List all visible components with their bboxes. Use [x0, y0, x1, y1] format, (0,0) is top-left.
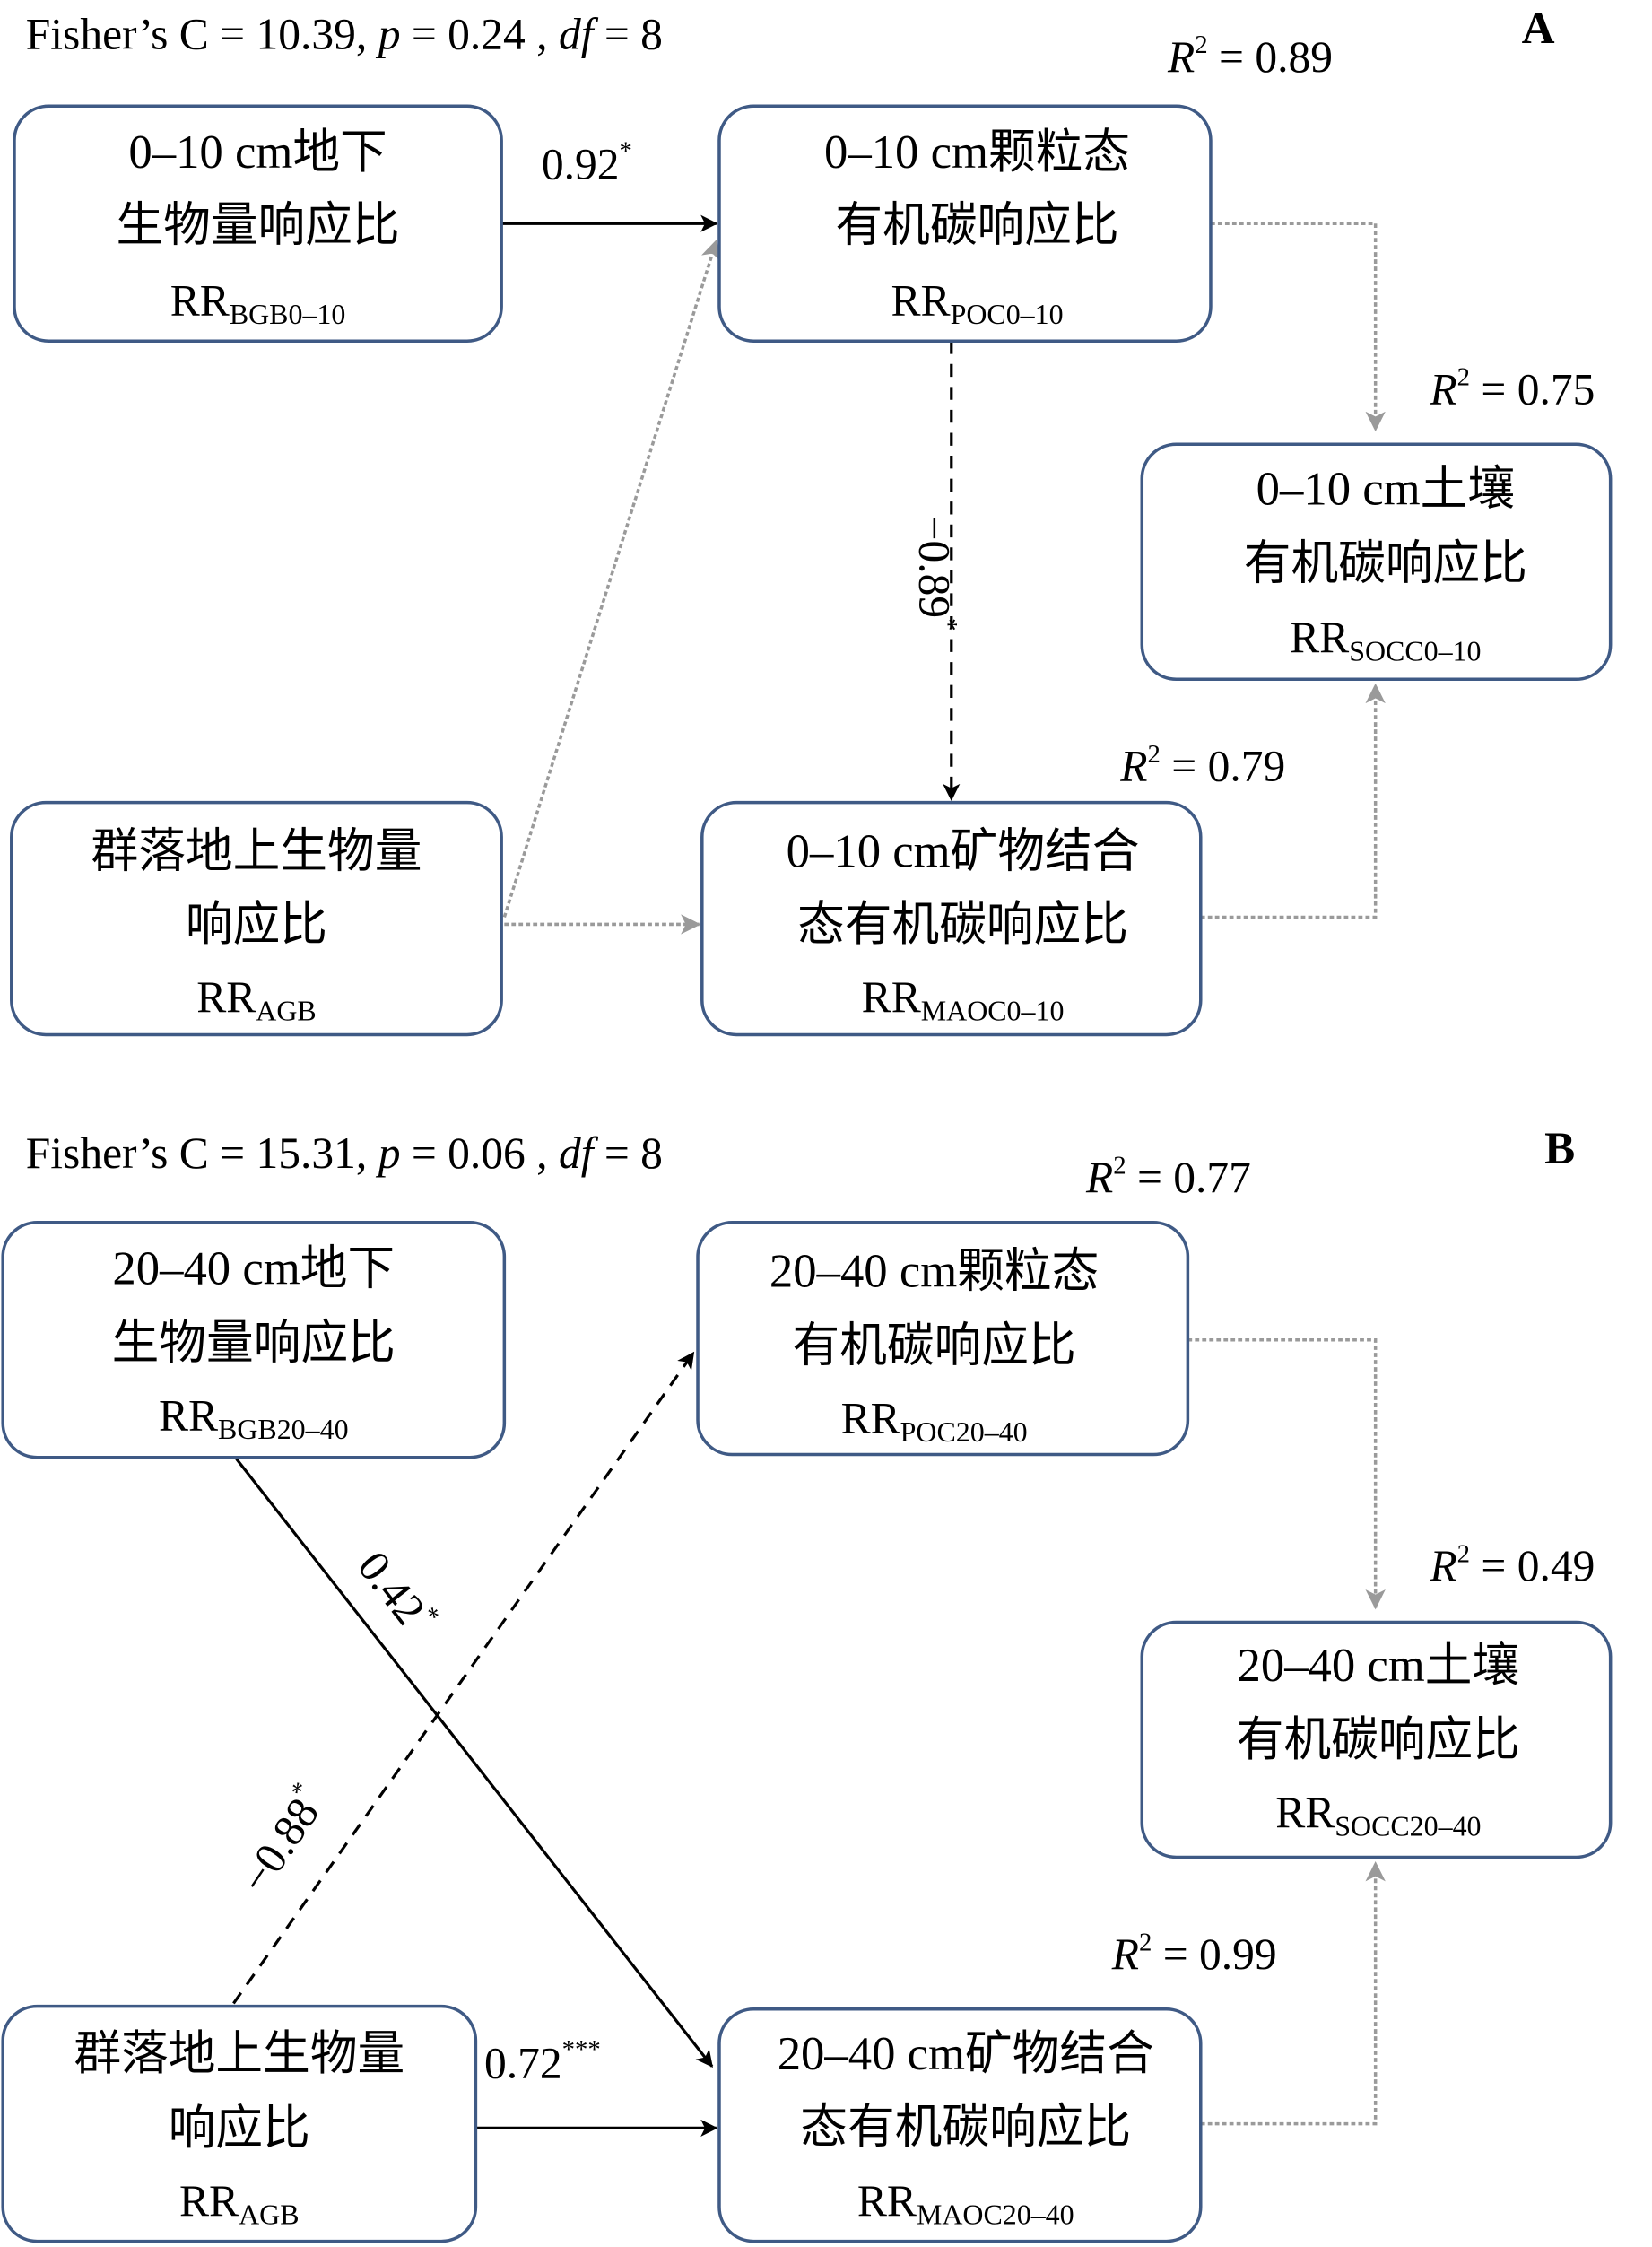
svg-text:RRSOCC20–40: RRSOCC20–40: [1275, 1788, 1481, 1842]
svg-text:群落地上生物量: 群落地上生物量: [74, 2028, 404, 2080]
panel-label-a: A: [1522, 3, 1555, 54]
path-agb-to-poc-b: [232, 1351, 695, 2005]
svg-text:响应比: 响应比: [186, 899, 327, 951]
node-maoc-a: 0–10 cm矿物结合 态有机碳响应比 RRMAOC0–10: [700, 800, 1203, 1037]
panel-label-b: B: [1544, 1123, 1575, 1174]
svg-text:20–40 cm矿物结合: 20–40 cm矿物结合: [778, 2028, 1154, 2080]
svg-text:20–40 cm颗粒态: 20–40 cm颗粒态: [769, 1246, 1099, 1298]
svg-text:生物量响应比: 生物量响应比: [112, 1318, 396, 1370]
svg-text:群落地上生物量: 群落地上生物量: [91, 826, 422, 878]
path-maoc-to-soc-b: [1200, 1860, 1386, 2126]
svg-text:生物量响应比: 生物量响应比: [116, 199, 399, 251]
svg-text:RRBGB0–10: RRBGB0–10: [170, 275, 346, 330]
r2-soc-a: R2 = 0.75: [1429, 363, 1595, 414]
coef-agb-maoc-b: 0.72***: [484, 2035, 601, 2087]
svg-text:RRAGB: RRAGB: [179, 2176, 300, 2231]
fit-statistics-b: Fisher’s C = 15.31, p = 0.06 , df = 8: [26, 1128, 663, 1178]
node-poc-b: 20–40 cm颗粒态 有机碳响应比 RRPOC20–40: [696, 1220, 1190, 1457]
coef-poc-maoc-a: −0.89*: [910, 516, 962, 631]
svg-text:RRAGB: RRAGB: [196, 972, 317, 1027]
path-poc-to-soc-a: [1210, 222, 1386, 432]
svg-text:RRMAOC0–10: RRMAOC0–10: [862, 972, 1065, 1027]
coef-bgb-maoc-b: 0.42*: [348, 1540, 445, 1644]
node-soc-a: 0–10 cm土壤 有机碳响应比 RRSOCC0–10: [1140, 442, 1613, 682]
svg-text:20–40 cm土壤: 20–40 cm土壤: [1237, 1640, 1519, 1692]
node-agb-a: 群落地上生物量 响应比 RRAGB: [10, 800, 503, 1037]
svg-text:有机碳响应比: 有机碳响应比: [1237, 1714, 1520, 1766]
svg-text:响应比: 响应比: [169, 2103, 310, 2155]
svg-text:态有机碳响应比: 态有机碳响应比: [800, 2101, 1131, 2153]
path-poc-to-soc-b: [1187, 1337, 1386, 1610]
svg-text:RRSOCC0–10: RRSOCC0–10: [1290, 613, 1481, 667]
r2-poc-a: R2 = 0.89: [1167, 30, 1333, 82]
svg-text:0–10 cm矿物结合: 0–10 cm矿物结合: [787, 826, 1140, 878]
node-bgb-a: 0–10 cm地下 生物量响应比 RRBGB0–10: [13, 104, 503, 343]
svg-text:0–10 cm土壤: 0–10 cm土壤: [1256, 463, 1515, 515]
coef-bgb-poc-a: 0.92*: [542, 136, 632, 188]
svg-text:0–10 cm地下: 0–10 cm地下: [128, 126, 387, 179]
panel-a: Fisher’s C = 10.39, p = 0.24 , df = 8 A …: [10, 3, 1613, 1037]
node-bgb-b: 20–40 cm地下 生物量响应比 RRBGB20–40: [1, 1220, 507, 1459]
svg-text:20–40 cm地下: 20–40 cm地下: [112, 1242, 395, 1294]
svg-text:RRPOC0–10: RRPOC0–10: [891, 275, 1064, 330]
svg-text:RRPOC20–40: RRPOC20–40: [841, 1394, 1028, 1449]
r2-maoc-a: R2 = 0.79: [1119, 740, 1285, 791]
node-agb-b: 群落地上生物量 响应比 RRAGB: [1, 2004, 478, 2243]
node-poc-a: 0–10 cm颗粒态 有机碳响应比 RRPOC0–10: [717, 104, 1213, 343]
node-soc-b: 20–40 cm土壤 有机碳响应比 RRSOCC20–40: [1140, 1620, 1613, 1859]
fit-statistics-a: Fisher’s C = 10.39, p = 0.24 , df = 8: [26, 9, 663, 58]
r2-poc-b: R2 = 0.77: [1085, 1151, 1251, 1202]
svg-text:有机碳响应比: 有机碳响应比: [792, 1320, 1075, 1372]
path-agb-to-poc-a: [502, 239, 721, 918]
panel-b: Fisher’s C = 15.31, p = 0.06 , df = 8 B …: [1, 1123, 1613, 2243]
r2-maoc-b: R2 = 0.99: [1111, 1928, 1277, 1979]
svg-text:有机碳响应比: 有机碳响应比: [1244, 537, 1527, 589]
svg-text:0–10 cm颗粒态: 0–10 cm颗粒态: [824, 126, 1130, 179]
svg-text:态有机碳响应比: 态有机碳响应比: [797, 899, 1128, 951]
svg-text:有机碳响应比: 有机碳响应比: [835, 199, 1118, 251]
r2-soc-b: R2 = 0.49: [1429, 1539, 1595, 1590]
svg-text:RRBGB20–40: RRBGB20–40: [159, 1390, 349, 1445]
svg-text:RRMAOC20–40: RRMAOC20–40: [857, 2176, 1074, 2231]
path-bgb-to-maoc-b: [235, 1458, 714, 2068]
path-maoc-to-soc-a: [1200, 683, 1386, 919]
node-maoc-b: 20–40 cm矿物结合 态有机碳响应比 RRMAOC20–40: [717, 2007, 1203, 2243]
